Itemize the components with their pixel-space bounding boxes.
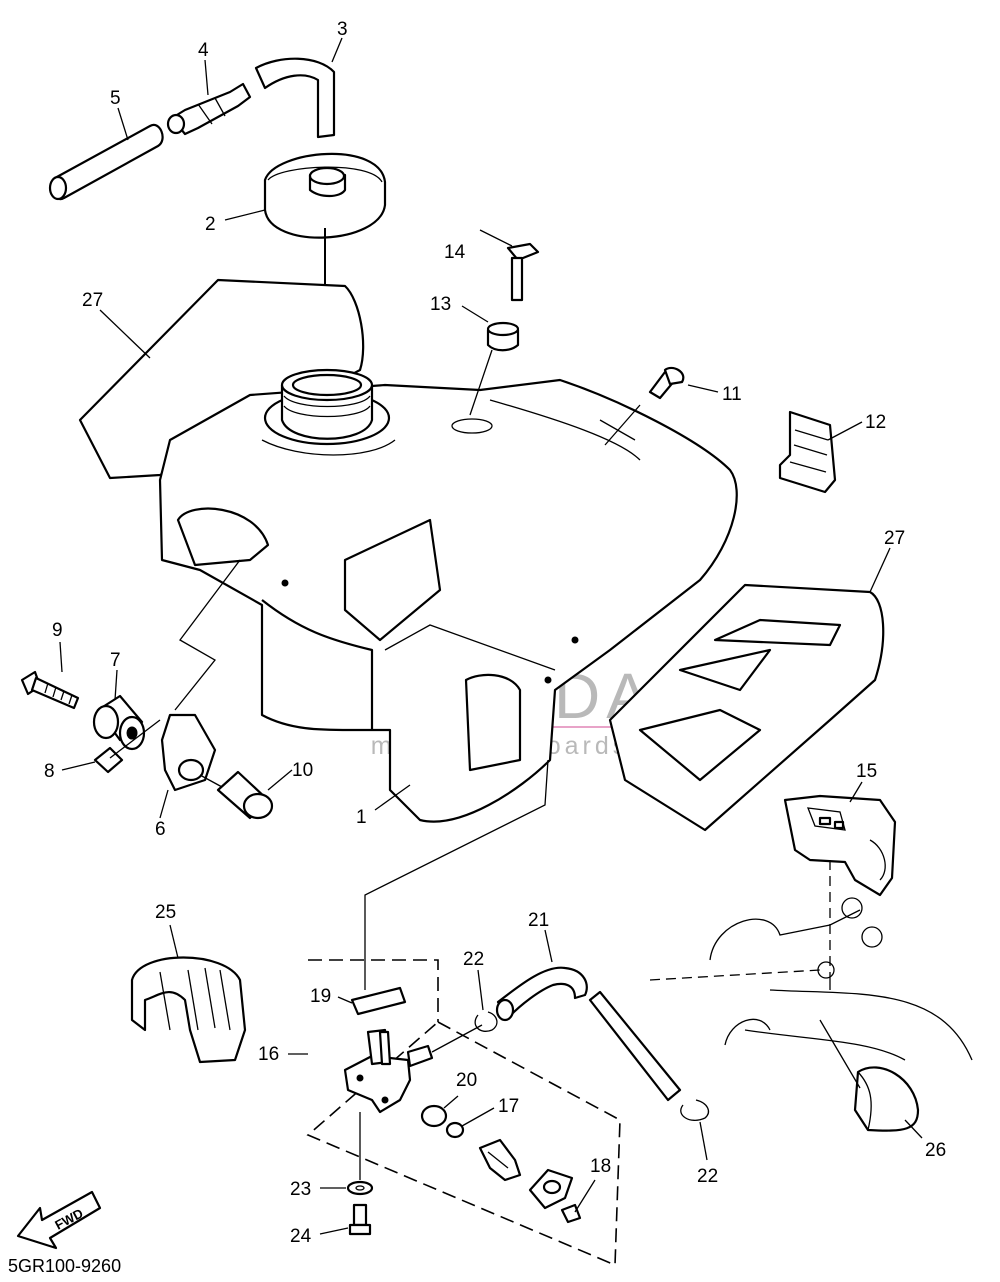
- callout-15: 15: [856, 761, 877, 782]
- callout-16: 16: [258, 1044, 279, 1065]
- fwd-arrow-icon: FWD: [16, 1190, 102, 1250]
- part-12-clip: [778, 410, 863, 494]
- part-15-hanger: [783, 794, 897, 897]
- part-17-o-ring: [445, 1107, 495, 1139]
- leader-lines: [59, 37, 891, 819]
- frame-outline: [649, 860, 973, 1061]
- callout-27-right: 27: [884, 528, 905, 549]
- callout-22-upper: 22: [463, 949, 484, 970]
- part-27-right-cover: [608, 583, 885, 832]
- callout-22-lower: 22: [697, 1166, 718, 1187]
- part-10-collar: [199, 770, 274, 820]
- callout-26: 26: [925, 1140, 946, 1161]
- callout-18: 18: [590, 1156, 611, 1177]
- callout-19: 19: [310, 986, 331, 1007]
- callout-1: 1: [356, 807, 367, 828]
- part-spring-clip: [478, 1138, 522, 1182]
- callout-3: 3: [337, 19, 348, 40]
- part-22-clip-upper: [474, 969, 498, 1032]
- part-6-bracket: [160, 559, 241, 792]
- callout-14: 14: [444, 242, 466, 263]
- part-5-hose: [48, 123, 164, 201]
- part-9-bolt: [20, 670, 80, 710]
- callout-6: 6: [155, 819, 166, 840]
- callout-20: 20: [456, 1070, 477, 1091]
- callout-11: 11: [722, 384, 742, 405]
- callout-4: 4: [198, 40, 209, 61]
- part-14-screw: [479, 229, 540, 302]
- callout-27-left: 27: [82, 290, 103, 311]
- part-24-bolt: [319, 1203, 372, 1236]
- part-3-breather-hose: [254, 57, 336, 139]
- callout-24: 24: [290, 1226, 312, 1247]
- part-25-protector: [130, 924, 247, 1064]
- callout-5: 5: [110, 88, 121, 109]
- callout-8: 8: [44, 761, 55, 782]
- part-21-fuel-hose: [495, 929, 682, 1102]
- part-4-check-valve: [166, 82, 252, 136]
- part-13-collar: [451, 305, 520, 434]
- callout-23: 23: [290, 1179, 311, 1200]
- part-7-damper: [92, 694, 146, 751]
- callout-25: 25: [155, 902, 176, 923]
- callout-12: 12: [865, 412, 886, 433]
- drawing-code: 5GR100-9260: [8, 1256, 121, 1276]
- callout-2: 2: [205, 214, 216, 235]
- part-22-clip-lower: [680, 1099, 710, 1161]
- callout-17: 17: [498, 1096, 519, 1117]
- part-1-fuel-tank: [158, 378, 738, 823]
- part-26-band: [819, 1019, 923, 1139]
- part-19-strainer: [337, 986, 407, 1016]
- part-11-bolt: [604, 366, 719, 446]
- filler-neck: [263, 368, 391, 446]
- part-16-fuel-cock-assembly: [288, 759, 621, 1267]
- callout-labels: 3 4 5 2 14 27 13 11 12 27 9 7 8 10 15 1 …: [44, 19, 946, 1247]
- fwd-label: FWD: [52, 1206, 85, 1233]
- part-20-lever: [420, 1095, 459, 1128]
- callout-10: 10: [292, 760, 313, 781]
- callout-7: 7: [110, 650, 121, 671]
- callout-9: 9: [52, 620, 63, 641]
- part-18-screw-plate: [528, 1168, 596, 1224]
- callout-13: 13: [430, 294, 451, 315]
- part-8-screw: [93, 719, 161, 774]
- part-23-washer: [320, 1180, 374, 1196]
- callout-21: 21: [528, 910, 549, 931]
